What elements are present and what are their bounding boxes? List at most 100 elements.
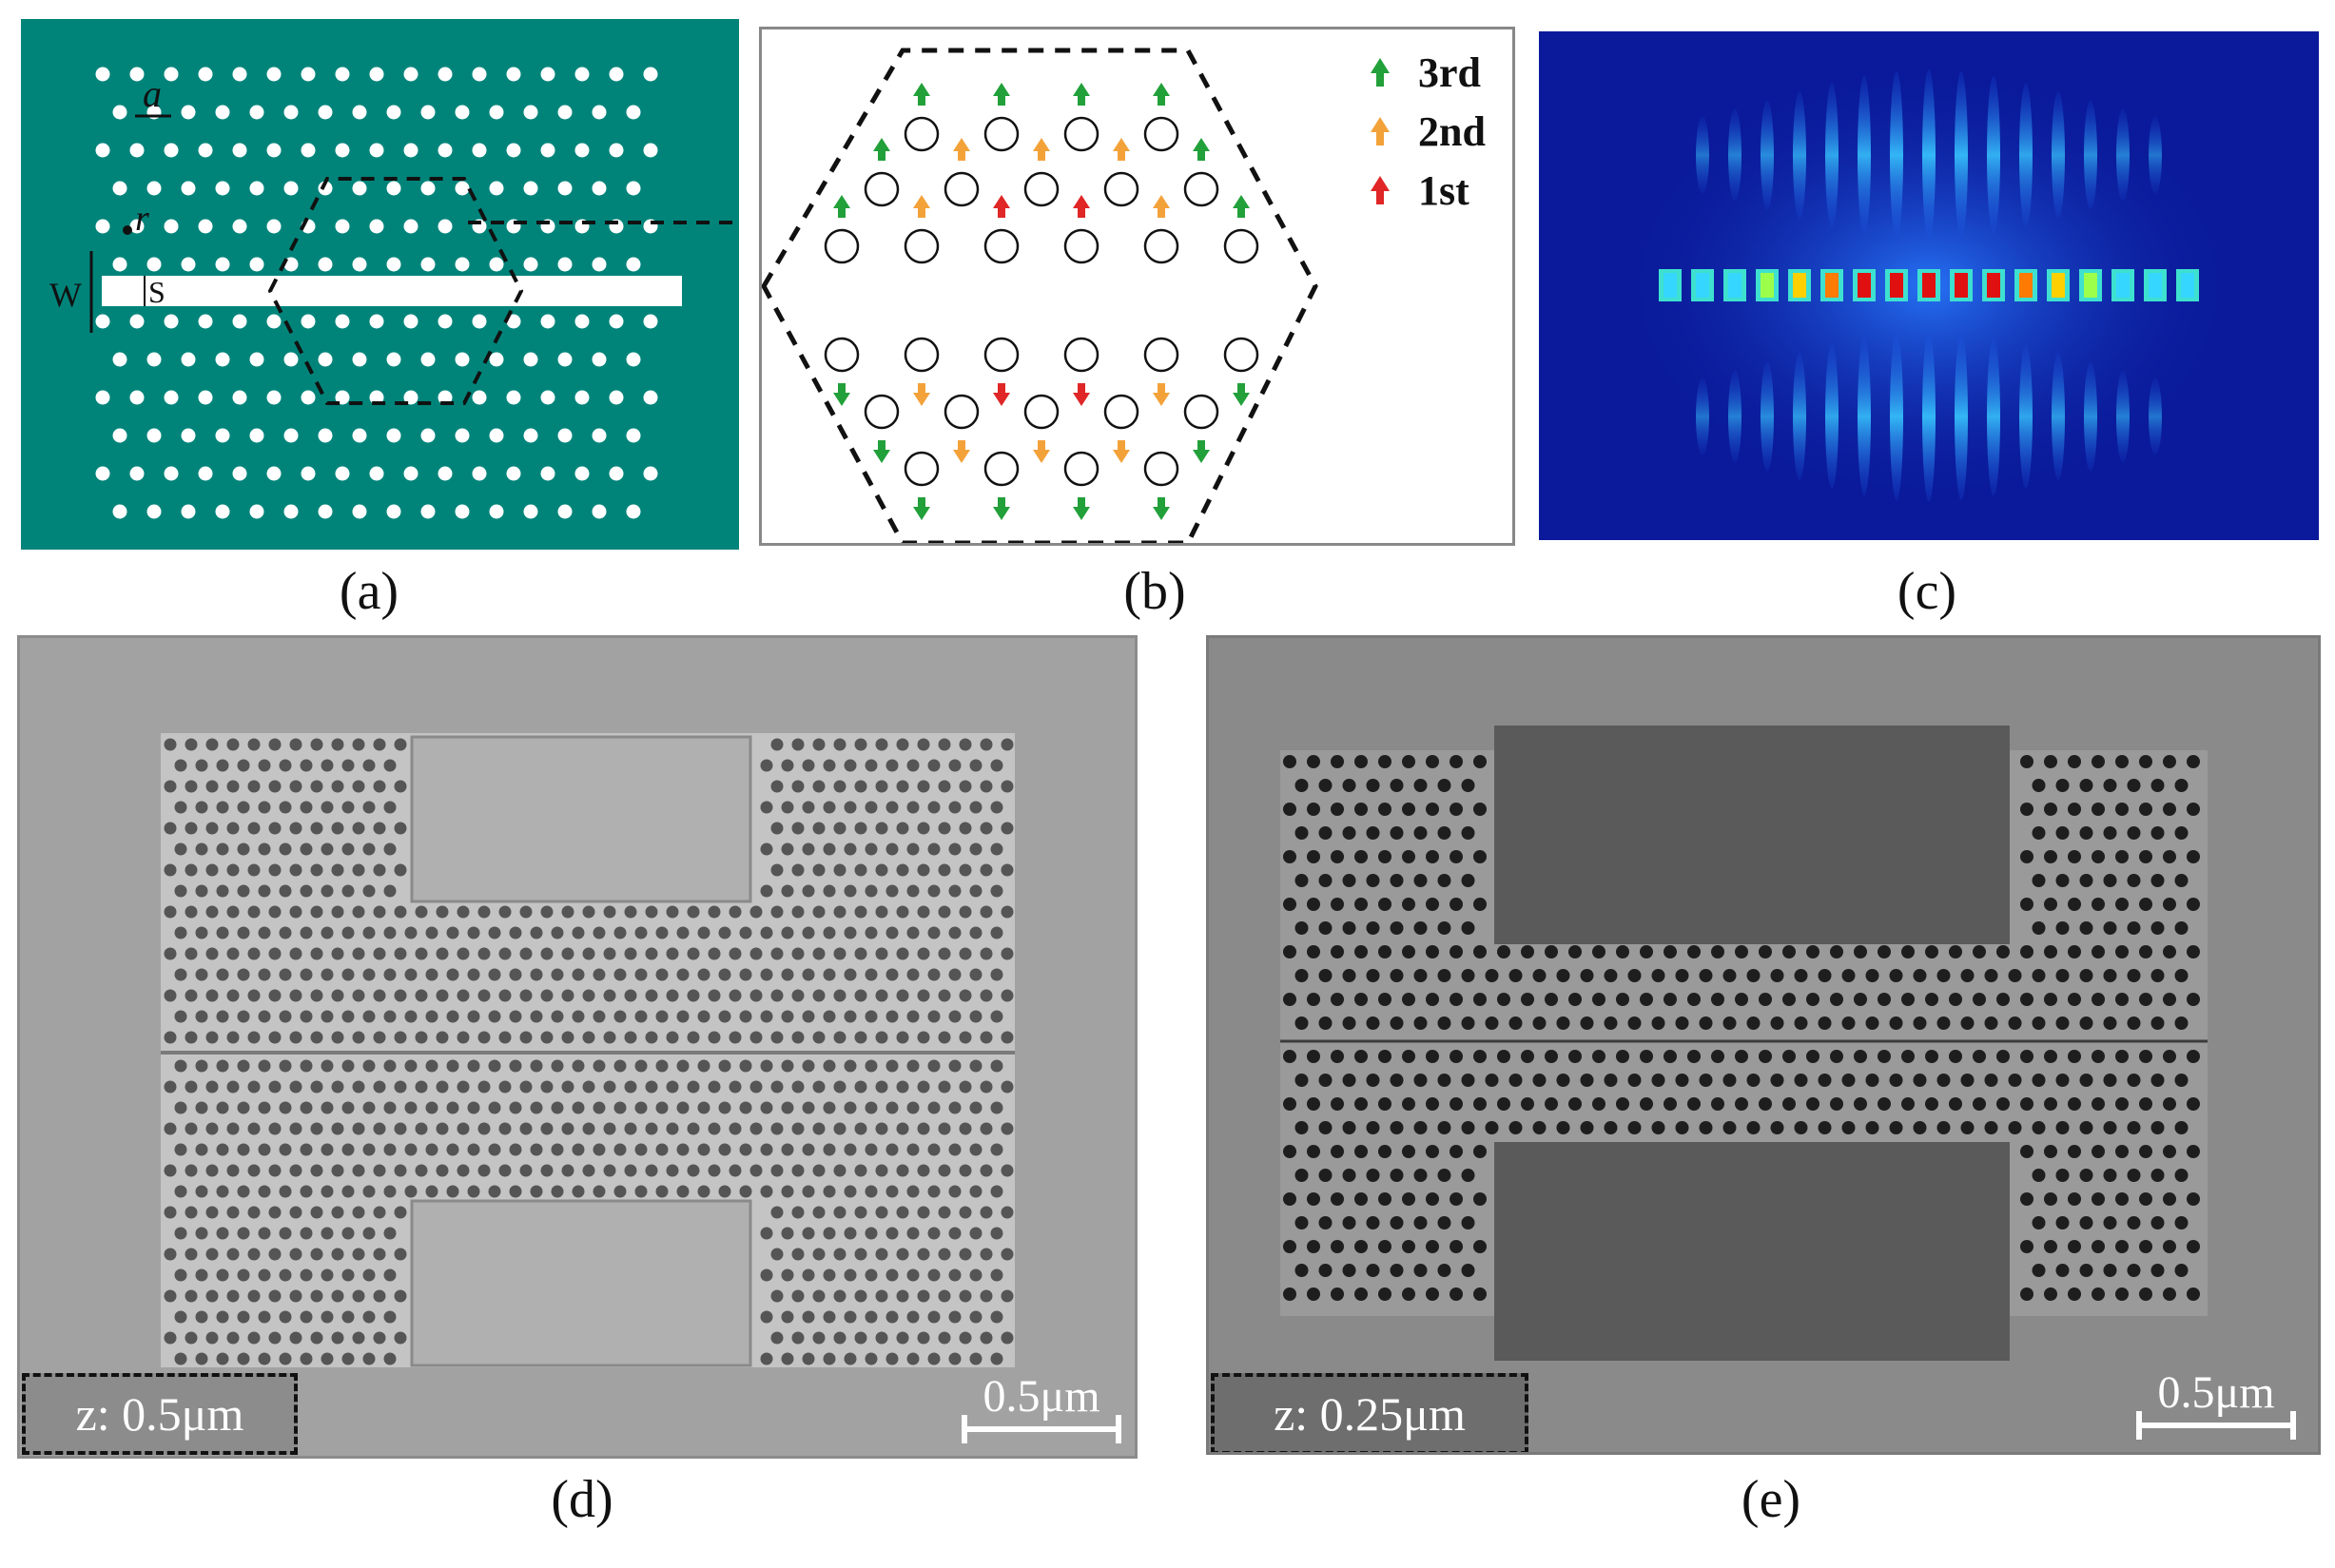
sem-hole — [383, 801, 397, 814]
air-hole — [215, 428, 230, 443]
sem-hole — [812, 1289, 826, 1303]
air-hole — [146, 428, 162, 443]
air-hole — [266, 219, 282, 234]
shift-arrow-icon — [1233, 383, 1250, 406]
sem-hole — [938, 905, 951, 919]
sem-hole — [687, 989, 700, 1002]
sem-hole — [1318, 874, 1333, 887]
sem-hole — [1960, 1121, 1975, 1134]
sem-hole — [1426, 755, 1439, 768]
air-hole — [369, 219, 384, 234]
sem-hole — [593, 1101, 606, 1114]
sem-hole — [885, 1310, 899, 1324]
sem-hole — [2115, 898, 2129, 911]
air-hole — [129, 219, 145, 234]
sem-hole — [436, 989, 449, 1002]
sem-hole — [1592, 1050, 1605, 1063]
sem-hole — [854, 822, 867, 835]
sem-hole — [373, 905, 386, 919]
sem-hole — [2103, 1216, 2117, 1229]
sem-hole — [770, 905, 784, 919]
legend-item-1st: 1st — [1371, 167, 1469, 214]
sem-hole — [1973, 945, 1986, 958]
sem-hole — [195, 926, 208, 939]
sem-hole — [885, 759, 899, 772]
sem-hole — [1854, 1097, 1867, 1111]
sem-hole — [394, 1248, 407, 1261]
sem-hole — [205, 1206, 219, 1219]
sem-hole-array — [164, 738, 1014, 1365]
sem-hole — [341, 1101, 355, 1114]
sem-hole — [279, 1310, 292, 1324]
sem-hole — [1521, 945, 1534, 958]
sem-hole — [823, 926, 836, 939]
sem-hole — [1342, 1264, 1356, 1277]
sem-hole — [906, 1310, 920, 1324]
sem-hole — [990, 1227, 1003, 1240]
sem-hole — [310, 1122, 323, 1135]
sem-hole — [1936, 1016, 1951, 1030]
air-hole — [232, 314, 247, 329]
sem-hole — [572, 968, 585, 981]
sem-hole — [2044, 850, 2057, 863]
sem-hole — [1889, 1121, 1903, 1134]
sem-hole — [1390, 1074, 1404, 1087]
field-lobe — [1825, 344, 1839, 489]
sem-hole — [352, 989, 365, 1002]
shift-arrow-icon — [953, 440, 970, 463]
sem-hole — [1378, 803, 1391, 816]
sem-hole — [666, 1031, 679, 1044]
sem-hole — [708, 1122, 721, 1135]
air-hole — [352, 352, 367, 367]
sem-hole — [1925, 1097, 1938, 1111]
sem-hole — [645, 905, 658, 919]
sem-hole — [613, 926, 627, 939]
sem-hole — [812, 1331, 826, 1345]
sem-hole — [310, 1080, 323, 1094]
hole-circle — [1063, 337, 1099, 373]
field-lobe — [2149, 377, 2162, 455]
sem-hole — [969, 1185, 983, 1198]
sem-hole — [1651, 1016, 1665, 1030]
sem-hole — [2174, 874, 2189, 887]
sem-hole — [404, 1101, 418, 1114]
sem-hole — [2139, 945, 2152, 958]
sem-hole — [268, 822, 282, 835]
sem-hole — [823, 1185, 836, 1198]
sem-hole — [959, 1206, 972, 1219]
air-hole — [523, 257, 538, 272]
air-hole — [266, 466, 282, 481]
shift-arrow-icon — [873, 440, 890, 463]
sem-hole — [676, 1143, 690, 1156]
sem-hole — [2055, 826, 2070, 840]
sem-hole — [676, 1185, 690, 1198]
sem-hole — [195, 1185, 208, 1198]
sem-hole — [1283, 755, 1296, 768]
shift-arrow-icon — [1113, 440, 1130, 463]
sem-hole — [980, 1031, 993, 1044]
sem-hole — [1342, 1169, 1356, 1182]
sem-hole — [1318, 1016, 1333, 1030]
sem-hole — [446, 1101, 459, 1114]
sem-hole — [331, 780, 344, 793]
sem-hole — [980, 1206, 993, 1219]
sem-hole — [321, 1310, 334, 1324]
sem-hole — [488, 1185, 501, 1198]
sem-hole — [624, 905, 637, 919]
sem-hole — [969, 1059, 983, 1073]
sem-hole — [2163, 1050, 2176, 1063]
sem-hole — [1001, 1164, 1014, 1177]
sem-hole — [1687, 993, 1701, 1006]
shift-arrow-icon — [1153, 497, 1170, 520]
sem-hole — [1556, 1016, 1570, 1030]
sem-hole — [2068, 1192, 2081, 1206]
sem-hole — [1450, 898, 1463, 911]
sem-hole — [498, 989, 512, 1002]
sem-hole — [2020, 945, 2033, 958]
sem-hole — [948, 1227, 962, 1240]
sem-hole — [582, 1164, 595, 1177]
sem-hole — [917, 863, 930, 877]
sem-hole — [697, 1143, 710, 1156]
sem-hole — [1366, 1169, 1380, 1182]
sem-hole — [174, 759, 187, 772]
